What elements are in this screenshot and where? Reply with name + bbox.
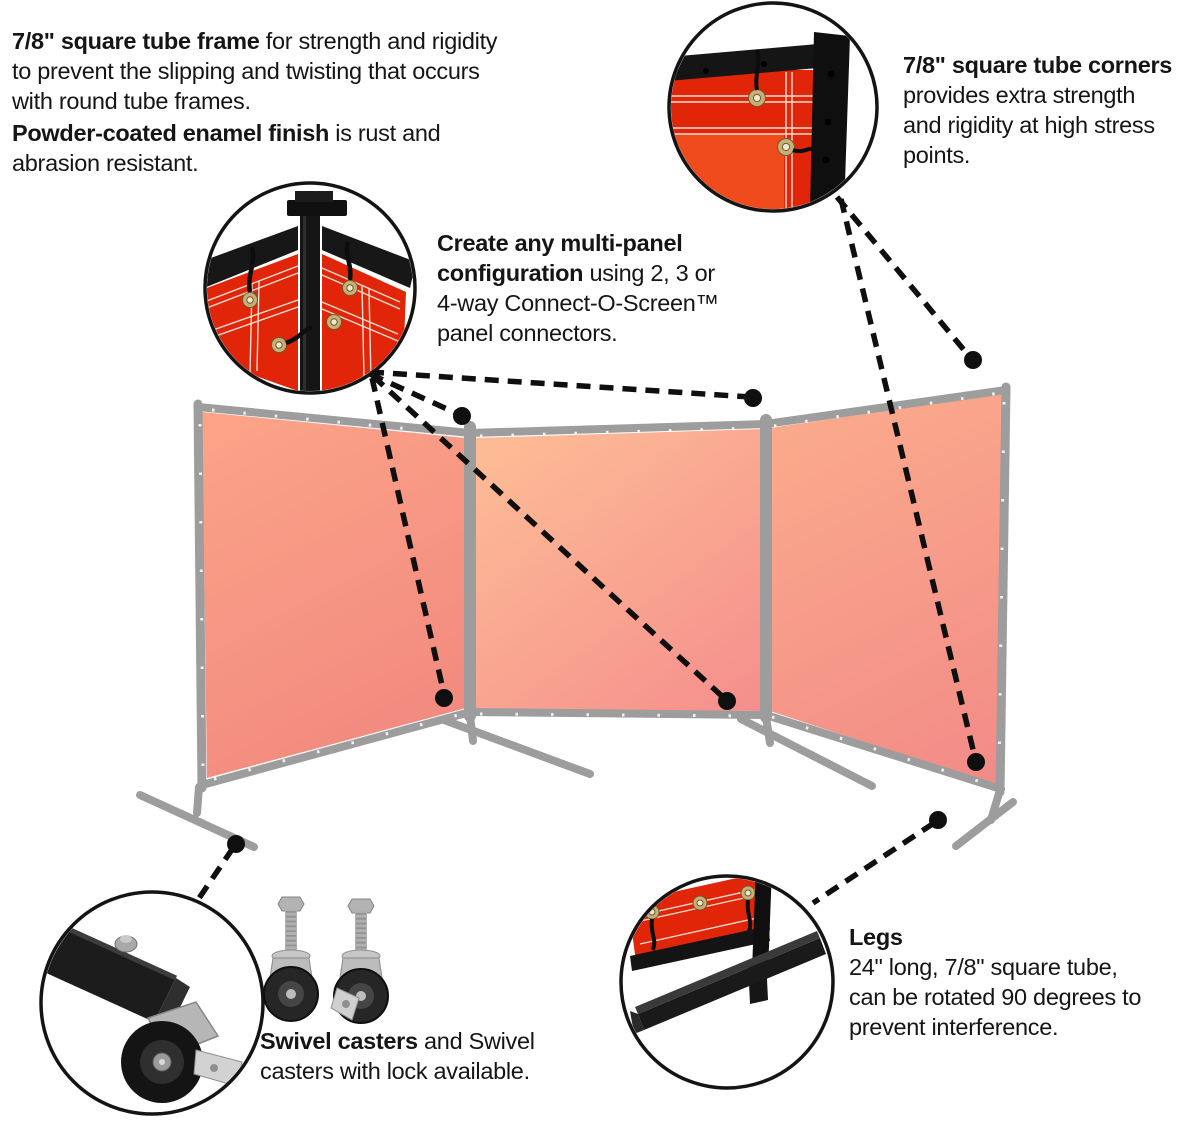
- body-text: using 2, 3 or: [583, 260, 715, 286]
- text-line: 7/8" square tube corners: [903, 50, 1172, 80]
- legs-callout: Legs 24" long, 7/8" square tube, can be …: [849, 922, 1141, 1042]
- locking-caster-photo: [330, 898, 389, 1024]
- dot: [929, 811, 947, 829]
- body-text: abrasion resistant.: [12, 150, 199, 176]
- corners-callout: 7/8" square tube corners provides extra …: [903, 50, 1172, 170]
- legs-detail-ring: [619, 874, 835, 1090]
- dot: [744, 389, 762, 407]
- bold-text: Powder-coated enamel finish: [12, 120, 330, 146]
- left-post: [193, 399, 207, 793]
- callout-lines: [184, 195, 978, 918]
- body-text: for strength and rigidity: [259, 28, 498, 54]
- dot: [435, 689, 453, 707]
- corner-detail-ring: [667, 1, 879, 213]
- casters-callout: Swivel casters and Swivel casters with l…: [260, 1026, 535, 1086]
- grommets: [748, 89, 795, 156]
- grommets: [644, 885, 756, 920]
- body-text: casters with lock available.: [260, 1058, 530, 1084]
- line-connector-to-top2: [369, 369, 751, 400]
- bold-text: configuration: [437, 260, 584, 286]
- dot: [453, 407, 471, 425]
- body-text: and Swivel: [417, 1028, 535, 1054]
- tube-frame: [136, 382, 1017, 851]
- connector-detail-circle: [207, 185, 413, 391]
- text-line: panel connectors.: [437, 318, 719, 348]
- line-connector-to-bottom1: [369, 377, 447, 695]
- panel-right: [770, 393, 1003, 786]
- bold-text: Legs: [849, 924, 903, 950]
- body-text: is rust and: [329, 120, 441, 146]
- bottom-rails: [198, 707, 1005, 793]
- dot: [964, 351, 982, 369]
- dot: [227, 835, 245, 853]
- dot: [718, 692, 736, 710]
- body-text: and rigidity at high stress: [903, 112, 1155, 138]
- leg-mid-1: [440, 712, 594, 778]
- line-legs: [811, 820, 936, 906]
- text-line: prevent interference.: [849, 1012, 1141, 1042]
- body-text: 4-way Connect-O-Screen™: [437, 290, 719, 316]
- line-connector-to-bottom2: [371, 373, 726, 701]
- text-line: 24" long, 7/8" square tube,: [849, 952, 1141, 982]
- right-post: [995, 382, 1011, 797]
- line-caster: [184, 846, 236, 918]
- text-line: points.: [903, 140, 1172, 170]
- body-text: 24" long, 7/8" square tube,: [849, 954, 1118, 980]
- connector-detail-ring: [203, 181, 417, 395]
- body-text: with round tube frames.: [12, 88, 251, 114]
- bold-text: Create any multi-panel: [437, 230, 683, 256]
- connectors-callout: Create any multi-panel configuration usi…: [437, 228, 719, 348]
- text-line: 7/8" square tube frame for strength and …: [12, 26, 498, 56]
- text-line: and rigidity at high stress: [903, 110, 1172, 140]
- grommet-dots: [198, 391, 1006, 788]
- grommets: [242, 280, 358, 353]
- swivel-caster-photo: [263, 896, 319, 1022]
- finish-callout: Powder-coated enamel finish is rust and …: [12, 118, 441, 178]
- text-line: Swivel casters and Swivel: [260, 1026, 535, 1056]
- body-text: points.: [903, 142, 971, 168]
- body-text: panel connectors.: [437, 320, 618, 346]
- body-text: to prevent the slipping and twisting tha…: [12, 58, 480, 84]
- caster-detail-ring: [39, 890, 265, 1116]
- text-line: can be rotated 90 degrees to: [849, 982, 1141, 1012]
- text-line: provides extra strength: [903, 80, 1172, 110]
- legs-detail-circle: [623, 878, 831, 1086]
- frame-callout: 7/8" square tube frame for strength and …: [12, 26, 498, 116]
- top-rails: [194, 386, 1010, 438]
- body-text: can be rotated 90 degrees to: [849, 984, 1142, 1010]
- text-line: Legs: [849, 922, 1141, 952]
- text-line: Powder-coated enamel finish is rust and: [12, 118, 441, 148]
- callout-dots: [227, 351, 985, 853]
- text-line: configuration using 2, 3 or: [437, 258, 719, 288]
- caster-detail-circle: [43, 894, 261, 1112]
- text-line: Create any multi-panel: [437, 228, 719, 258]
- line-corner-to-topright: [834, 195, 972, 358]
- panel-middle: [474, 429, 762, 711]
- text-line: 4-way Connect-O-Screen™: [437, 288, 719, 318]
- bold-text: 7/8" square tube frame: [12, 28, 260, 54]
- corner-detail-circle: [671, 5, 875, 209]
- line-connector-to-top1: [368, 371, 460, 417]
- bold-text: Swivel casters: [260, 1028, 418, 1054]
- text-line: with round tube frames.: [12, 86, 497, 116]
- body-text: provides extra strength: [903, 82, 1136, 108]
- dot: [967, 753, 985, 771]
- line-corner-to-bottomright: [838, 198, 978, 759]
- text-line: casters with lock available.: [260, 1056, 535, 1086]
- leg-right: [952, 786, 1017, 850]
- body-text: prevent interference.: [849, 1014, 1059, 1040]
- main-screen: [136, 382, 1017, 851]
- bold-text: 7/8" square tube corners: [903, 52, 1173, 78]
- text-line: to prevent the slipping and twisting tha…: [12, 56, 497, 86]
- text-line: abrasion resistant.: [12, 148, 440, 178]
- leg-mid-2: [737, 713, 876, 790]
